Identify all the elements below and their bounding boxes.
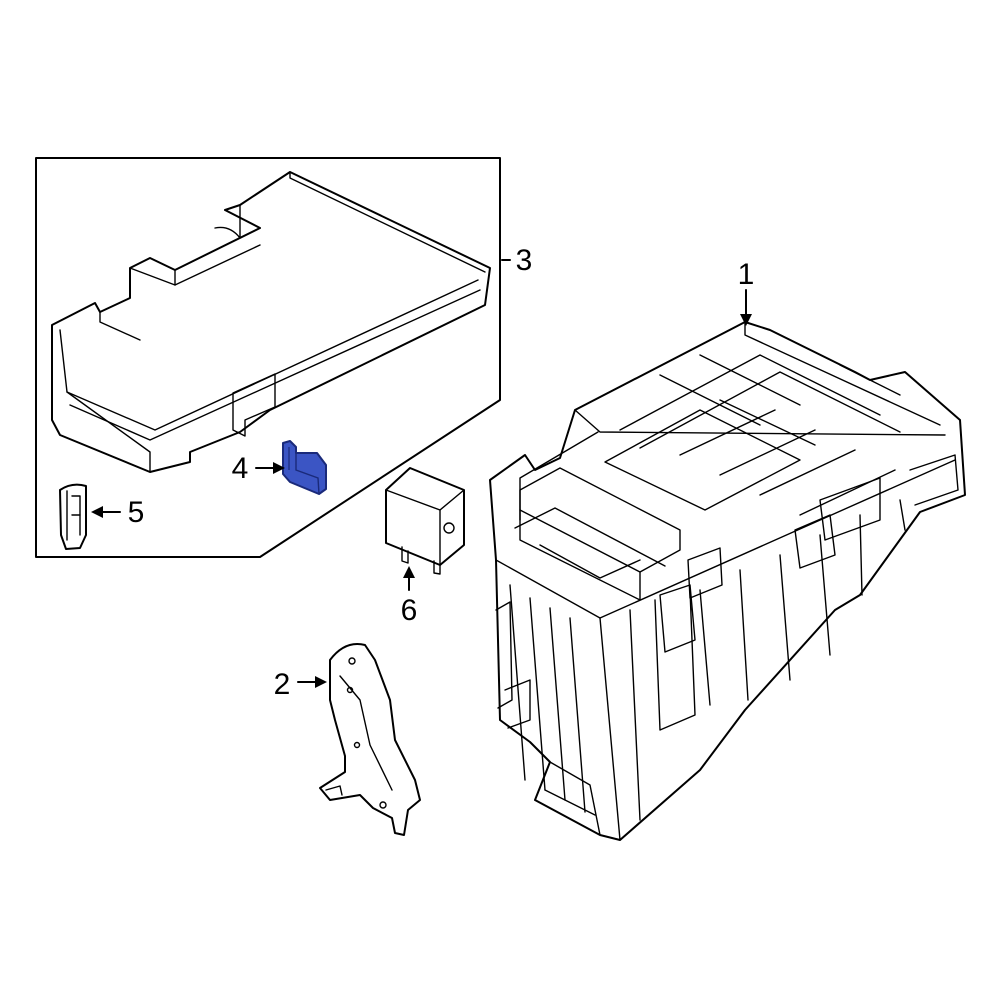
bracket-part[interactable] [319,643,421,836]
callout-label-2: 2 [274,668,291,701]
callout-label-5: 5 [128,496,145,529]
fuse-puller-part[interactable] [59,483,87,550]
callout-4: 4 [232,452,285,485]
callout-1: 1 [738,258,755,326]
callout-label-4: 4 [232,452,249,485]
callout-label-3: 3 [516,244,533,277]
callout-6: 6 [401,566,418,627]
relay-part[interactable] [385,467,465,575]
cover-part[interactable] [51,171,491,473]
fuse-box-part[interactable] [489,321,966,841]
inset-frame [35,157,501,558]
callout-5: 5 [91,496,144,529]
callout-2: 2 [274,668,327,701]
callout-label-6: 6 [401,594,418,627]
callout-label-1: 1 [738,258,755,291]
callout-3: 3 [501,244,533,277]
clip-part[interactable] [282,440,327,495]
